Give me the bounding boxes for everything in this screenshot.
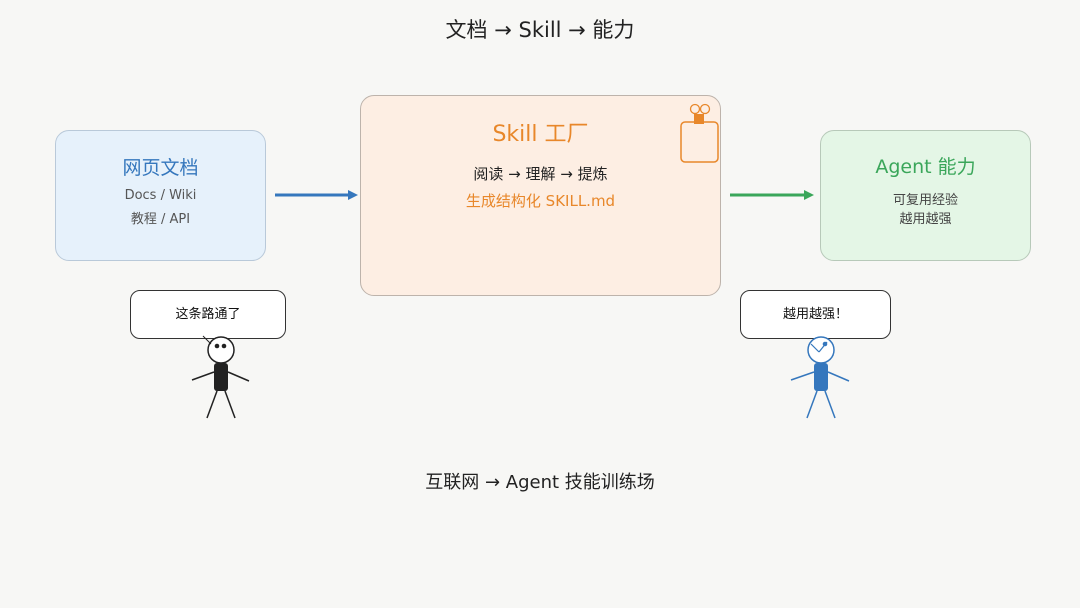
left-speech-bubble: 这条路通了 [130, 290, 286, 339]
agent-ability-title: Agent 能力 [875, 156, 976, 178]
skill-factory-box: Skill 工厂 阅读 → 理解 → 提炼 生成结构化 SKILL.md [360, 95, 721, 296]
gift-box-icon [680, 103, 719, 163]
web-docs-box: 网页文档 Docs / Wiki 教程 / API [55, 130, 266, 261]
arrow-factory-to-agent [730, 190, 814, 200]
right-stick-figure [790, 336, 850, 419]
skill-factory-output: 生成结构化 SKILL.md [465, 192, 616, 210]
web-docs-title: 网页文档 [122, 157, 199, 179]
agent-ability-line-2: 越用越强 [899, 212, 952, 227]
web-docs-line-1: Docs / Wiki [124, 188, 197, 203]
left-speech-text: 这条路通了 [175, 307, 241, 322]
diagram-title: 文档 → Skill → 能力 [445, 18, 635, 42]
skill-factory-title: Skill 工厂 [492, 122, 589, 147]
right-speech-bubble: 越用越强！ [740, 290, 891, 339]
agent-ability-line-1: 可复用经验 [892, 193, 958, 208]
web-docs-line-2: 教程 / API [130, 212, 191, 227]
skill-factory-flow: 阅读 → 理解 → 提炼 [473, 165, 608, 183]
left-stick-figure [191, 335, 250, 419]
right-speech-text: 越用越强！ [782, 307, 848, 322]
diagram-footer: 互联网 → Agent 技能训练场 [425, 472, 655, 493]
arrow-docs-to-factory [275, 190, 358, 200]
agent-ability-box: Agent 能力 可复用经验 越用越强 [820, 130, 1031, 261]
